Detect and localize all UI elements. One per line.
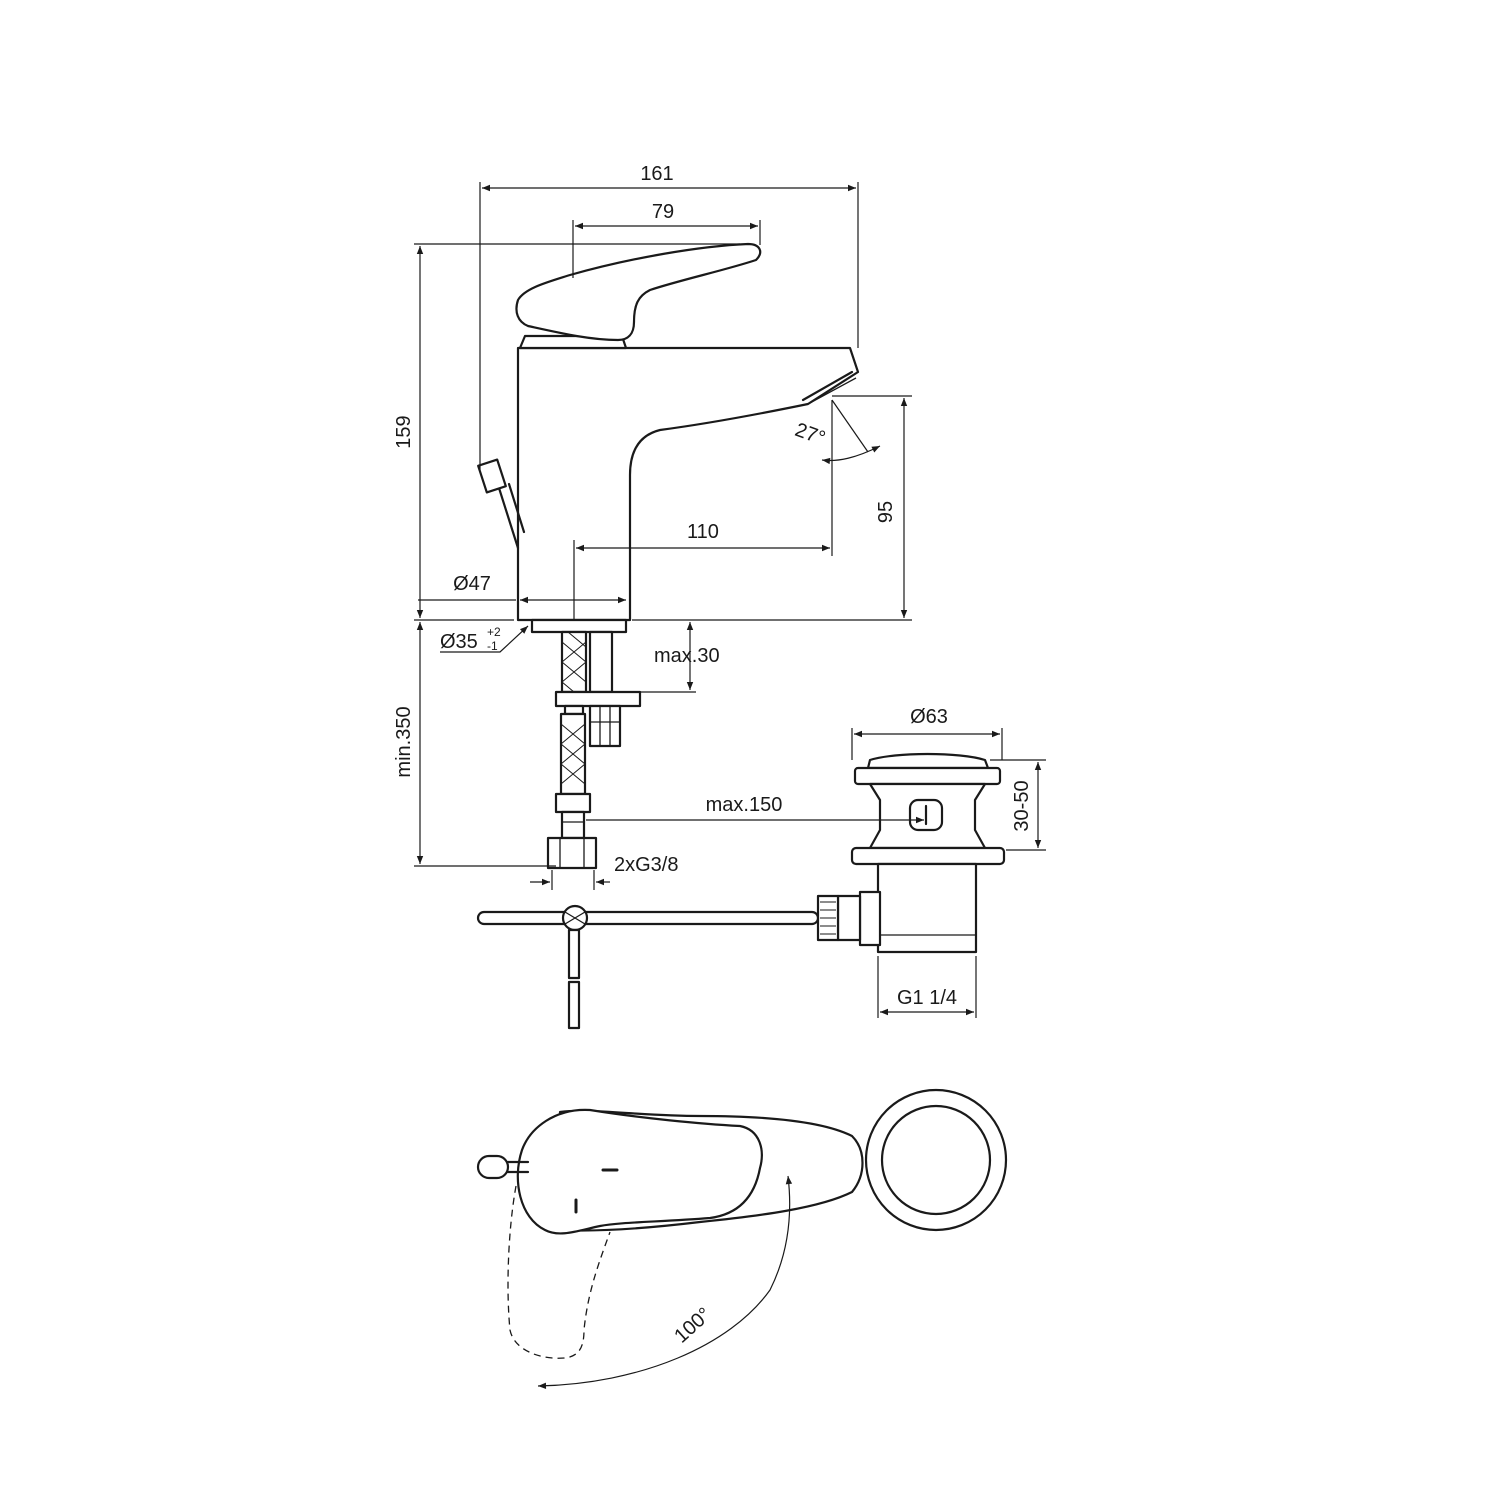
label-rod-length: max.150 — [706, 794, 783, 816]
dimension-labels: 161 79 159 110 95 27° Ø47 Ø35 +2 -1 max.… — [393, 163, 1033, 1348]
label-hole-tol-plus: +2 — [487, 625, 501, 639]
label-overall-height: 159 — [393, 415, 415, 448]
label-hole-tol-minus: -1 — [487, 639, 498, 653]
label-spout-height: 95 — [875, 501, 897, 523]
label-waste-thread: G1 1/4 — [897, 987, 957, 1009]
label-max-deck: max.30 — [654, 645, 720, 667]
label-rotation-angle: 100° — [670, 1304, 715, 1348]
faucet-top-view — [476, 1088, 1008, 1359]
label-connection: 2xG3/8 — [614, 854, 678, 876]
pull-rod — [476, 904, 820, 1030]
label-pop-up-height: 30-50 — [1011, 780, 1033, 831]
label-spout-reach: 110 — [687, 521, 719, 543]
pop-up-waste — [816, 752, 1006, 954]
label-pop-up-diameter: Ø63 — [910, 706, 948, 728]
label-body-diameter: Ø47 — [453, 573, 491, 595]
faucet-side-view — [477, 242, 860, 870]
label-overall-width: 161 — [640, 163, 673, 185]
label-min-hose: min.350 — [393, 706, 415, 777]
dimension-lines — [414, 182, 1046, 1390]
label-lever-length: 79 — [652, 201, 674, 223]
label-hole-diameter: Ø35 — [440, 631, 478, 653]
label-spray-angle: 27° — [792, 419, 828, 450]
